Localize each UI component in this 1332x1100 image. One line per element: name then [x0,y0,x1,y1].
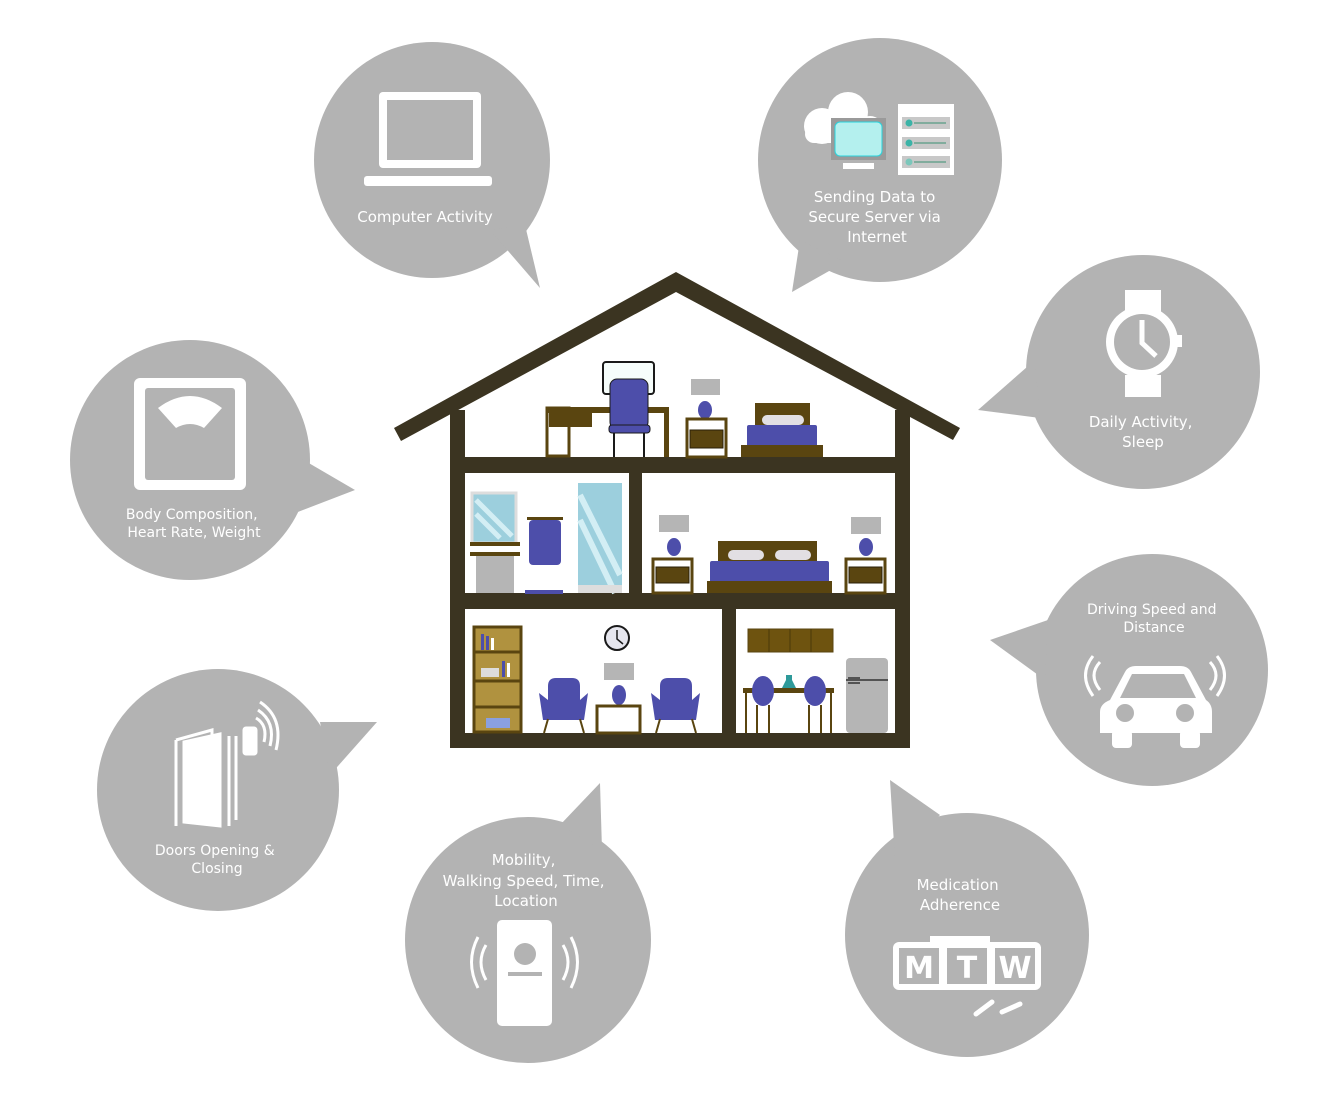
label-line: Doors Opening & [155,843,275,859]
signal-waves-icon [1084,655,1226,697]
label-line: Heart Rate, Weight [127,525,261,541]
label-line: Internet [847,228,907,246]
kitchen [743,628,888,733]
label-line: Body Composition, [126,507,258,523]
sink-cabinet [476,556,514,593]
living-room [472,625,700,735]
monitor-icon [831,118,886,169]
door-sensor-icon [174,700,280,828]
car-icon [1084,655,1226,748]
lamp [691,379,720,395]
label-line: Location [494,892,557,910]
master-bedroom [651,515,887,595]
refrigerator [846,658,888,733]
watch-icon [1106,290,1182,397]
attic-office [545,361,823,459]
label-mobility: Mobility, Walking Speed, Time, Location [443,851,610,910]
pill-box-day: W [998,951,1031,986]
laptop-icon [364,92,492,186]
house [394,272,960,748]
label-line: Mobility, [492,851,556,869]
label-line: Distance [1123,620,1184,636]
office-chair [609,378,649,430]
label-body-composition: Body Composition, Heart Rate, Weight [126,507,262,541]
signal-waves-icon [470,936,579,989]
pill-organizer-icon: M T W [893,936,1041,1017]
motion-sensor-icon [470,920,579,1026]
label-line: Walking Speed, Time, [443,872,605,890]
label-line: Closing [191,861,242,877]
label-line: Medication [917,876,999,894]
bubble-medication [845,780,1089,1057]
label-line: Driving Speed and [1087,602,1217,618]
armchair [539,678,588,720]
cloud-server-icon [804,92,954,175]
server-rack-icon [898,104,954,175]
bathroom [470,483,623,595]
towel [529,520,561,565]
scale-icon [134,378,246,490]
bubble-daily-activity [978,255,1260,489]
label-computer-activity: Computer Activity [357,208,493,226]
label-driving: Driving Speed and Distance [1087,602,1221,636]
label-doors: Doors Opening & Closing [155,843,279,877]
label-line: Adherence [920,896,1000,914]
label-line: Sleep [1122,433,1164,451]
house-frame [394,272,960,748]
label-sending-data: Sending Data to Secure Server via Intern… [808,188,945,246]
bubble-sending-data [758,38,1002,292]
label-line: Secure Server via [808,208,941,226]
label-line: Daily Activity, [1089,413,1193,431]
label-medication: Medication Adherence [917,876,1004,914]
pill-box-day: T [957,951,978,986]
armchair [651,678,700,720]
label-daily-activity: Daily Activity, Sleep [1089,413,1197,451]
label-line: Sending Data to [814,188,935,206]
pill-box-day: M [904,951,934,986]
